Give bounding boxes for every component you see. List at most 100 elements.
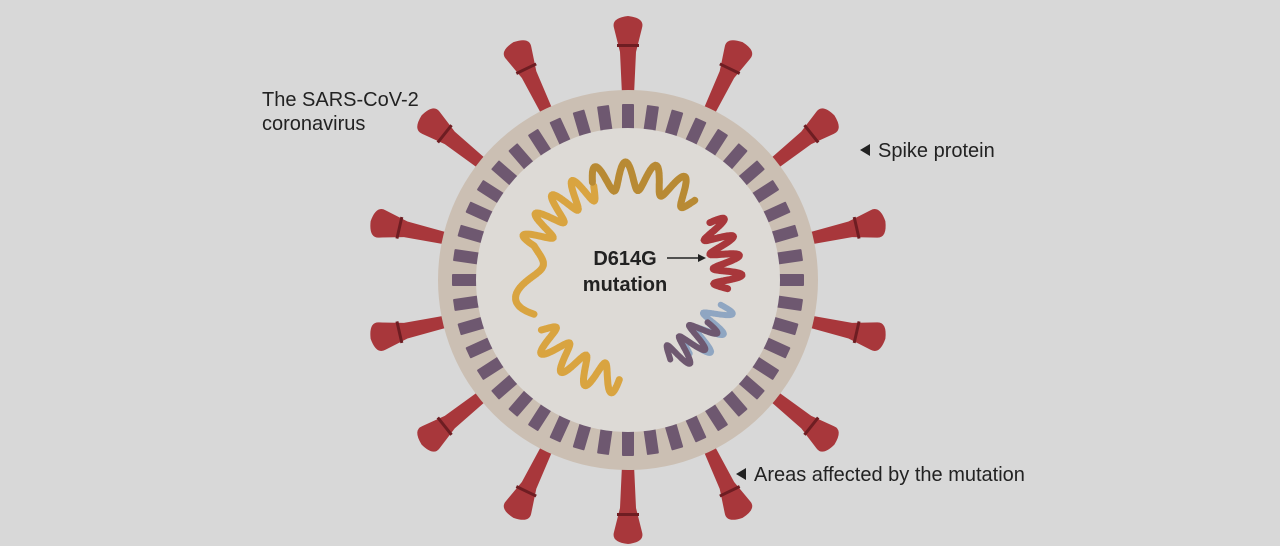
spike-protein: [768, 108, 839, 170]
membrane-protein-block: [453, 295, 483, 311]
membrane-protein-block: [465, 336, 496, 359]
membrane-protein-block: [549, 412, 572, 443]
membrane-proteins: [452, 104, 804, 456]
spike-protein: [370, 315, 449, 351]
membrane-protein-block: [477, 355, 507, 380]
membrane-protein-block: [664, 420, 684, 451]
membrane-protein-block: [684, 117, 707, 148]
membrane-protein-block: [457, 316, 488, 336]
spike-protein: [613, 16, 643, 95]
membrane-protein-block: [491, 372, 520, 400]
membrane-protein-block: [773, 249, 803, 265]
spike-band: [395, 321, 404, 344]
membrane-protein-block: [572, 109, 592, 140]
affected-areas-text: Areas affected by the mutation: [754, 464, 1025, 486]
membrane-protein-block: [549, 117, 572, 148]
virus-name-line-1: The SARS-CoV-2: [262, 89, 419, 111]
membrane-protein-block: [736, 372, 765, 400]
membrane-protein-block: [465, 201, 496, 224]
spike-stalk: [768, 390, 839, 452]
spike-band: [436, 124, 453, 144]
rna-segment-gold-left: [512, 242, 547, 318]
spike-band: [719, 62, 741, 75]
membrane-protein-block: [749, 355, 779, 380]
spike-band: [852, 216, 861, 239]
virus-name-label: The SARS-CoV-2 coronavirus: [262, 88, 419, 136]
membrane-protein-block: [749, 180, 779, 205]
membrane-protein-block: [528, 401, 553, 431]
spike-protein: [417, 390, 488, 452]
spike-band: [803, 416, 820, 436]
spike-protein: [807, 315, 886, 351]
affected-areas-label: Areas affected by the mutation: [736, 463, 1025, 487]
spike-stalk: [768, 108, 839, 170]
spike-stalk: [370, 209, 449, 245]
rna-segment-purple: [663, 319, 721, 367]
membrane-protein-block: [720, 388, 748, 417]
spike-stalk: [417, 390, 488, 452]
rna-segment-red: [700, 214, 746, 293]
membrane-protein-block: [773, 295, 803, 311]
spike-protein: [702, 444, 753, 520]
membrane-protein-block: [768, 316, 799, 336]
membrane-protein-block: [477, 180, 507, 205]
left-pointer-icon: [860, 143, 870, 156]
left-pointer-icon: [736, 467, 746, 480]
membrane-protein-block: [736, 160, 765, 188]
membrane-protein-block: [457, 224, 488, 244]
membrane-protein-block: [664, 109, 684, 140]
spike-band: [617, 44, 639, 47]
spike-protein: [613, 465, 643, 544]
membrane-protein-block: [768, 224, 799, 244]
spike-stalk: [503, 40, 554, 116]
rna-segment-gold-upper: [519, 177, 599, 250]
spike-stalk: [702, 40, 753, 116]
spike-band: [395, 216, 404, 239]
spike-stalk: [702, 444, 753, 520]
membrane-protein-block: [491, 160, 520, 188]
spike-stalk: [503, 444, 554, 520]
spike-protein: [503, 40, 554, 116]
spike-protein: [768, 390, 839, 452]
virus-name-line-2: coronavirus: [262, 113, 366, 135]
membrane-protein-block: [720, 143, 748, 172]
mutation-line-1: D614G: [593, 248, 657, 270]
spike-protein: [503, 444, 554, 520]
spike-protein: [807, 209, 886, 245]
rna-segment-dark-gold: [588, 158, 699, 212]
membrane-protein-block: [597, 105, 613, 135]
spike-stalk: [807, 209, 886, 245]
membrane-protein-block: [703, 401, 728, 431]
membrane-protein-block: [643, 105, 659, 135]
membrane-protein-block: [528, 129, 553, 159]
spike-band: [719, 485, 741, 498]
membrane-protein-block: [760, 336, 791, 359]
spike-stalk: [370, 315, 449, 351]
rna-segment-gold-lower: [537, 323, 623, 397]
spike-protein: [417, 108, 488, 170]
spike-stalk: [417, 108, 488, 170]
spike-protein-label: Spike protein: [860, 139, 995, 163]
membrane-protein-block: [760, 201, 791, 224]
rna-genome: [512, 158, 746, 397]
spike-stalk: [613, 465, 643, 544]
membrane-protein-block: [776, 274, 804, 286]
membrane-protein-block: [703, 129, 728, 159]
spike-band: [515, 62, 537, 75]
spike-band: [617, 513, 639, 516]
mutation-label: D614G mutation: [570, 246, 680, 298]
spike-protein-text: Spike protein: [878, 140, 995, 162]
membrane-protein-block: [452, 274, 480, 286]
spike-stalk: [807, 315, 886, 351]
mutation-arrow: [667, 254, 706, 262]
spike-band: [515, 485, 537, 498]
membrane-protein-block: [643, 425, 659, 455]
spike-band: [852, 321, 861, 344]
spike-proteins: [370, 16, 886, 544]
spike-band: [803, 124, 820, 144]
membrane-protein-block: [572, 420, 592, 451]
membrane-protein-block: [622, 104, 634, 132]
membrane-protein-block: [684, 412, 707, 443]
